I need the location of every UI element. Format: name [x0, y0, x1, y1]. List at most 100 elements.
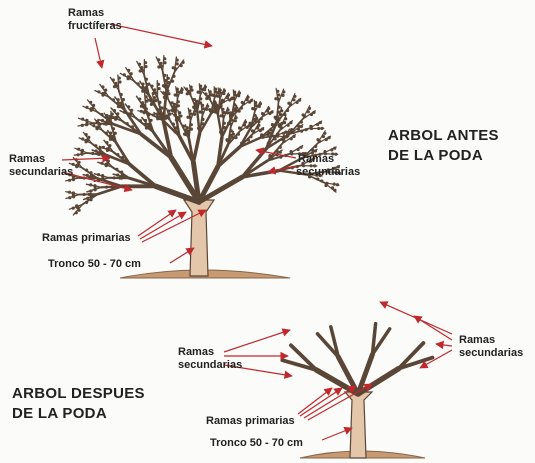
label-secondary-right-before-1: Ramas	[298, 153, 334, 165]
bud	[316, 177, 320, 181]
bud	[289, 121, 293, 125]
bud	[215, 104, 219, 108]
bud	[327, 136, 331, 140]
branch	[355, 352, 375, 397]
bud	[97, 121, 101, 125]
bud	[146, 126, 150, 130]
bud	[252, 107, 257, 111]
bud	[161, 91, 166, 95]
bud	[98, 147, 102, 151]
bud	[303, 153, 307, 157]
bud	[276, 97, 280, 101]
bud	[257, 123, 261, 127]
bud	[324, 183, 328, 188]
branch	[127, 162, 158, 189]
bud	[156, 82, 161, 86]
bud	[229, 112, 233, 116]
branch	[187, 137, 195, 164]
branch	[96, 184, 124, 196]
bud	[334, 152, 338, 156]
bud	[184, 133, 188, 137]
bud	[174, 106, 178, 110]
bud	[154, 91, 158, 95]
bud	[171, 109, 175, 113]
bud	[80, 123, 84, 127]
branch	[113, 123, 143, 136]
bud	[233, 90, 237, 94]
bud	[327, 170, 331, 174]
bud	[218, 88, 222, 92]
bud	[313, 164, 317, 168]
bud	[310, 151, 314, 155]
bud	[222, 99, 226, 104]
label-secondary-left-before-2: secundarias	[9, 166, 73, 178]
bud	[140, 66, 144, 70]
bud	[301, 164, 306, 168]
bud	[105, 116, 109, 120]
bud	[175, 87, 179, 91]
bud	[301, 152, 305, 156]
bud	[237, 91, 241, 95]
bud	[90, 195, 94, 199]
bud	[296, 127, 300, 131]
bud	[173, 102, 177, 106]
bud	[71, 178, 75, 182]
bud	[122, 73, 126, 77]
bud	[85, 173, 89, 177]
bud	[109, 131, 113, 135]
bud	[107, 147, 111, 151]
branch	[191, 131, 202, 165]
bud	[336, 165, 340, 169]
bud	[118, 80, 122, 84]
bud	[176, 90, 180, 94]
bud	[116, 98, 120, 102]
bud	[111, 98, 115, 102]
trunk-after	[343, 391, 374, 459]
bud	[160, 106, 164, 110]
bud	[190, 88, 194, 92]
bud	[143, 61, 148, 65]
bud	[143, 118, 148, 123]
bud	[307, 173, 311, 177]
bud	[100, 118, 105, 123]
bud	[116, 153, 120, 157]
bud	[270, 110, 274, 114]
bud	[306, 110, 310, 114]
bud	[234, 109, 238, 113]
label-secondary-right-after-2: secundarias	[459, 347, 523, 359]
bud	[333, 166, 337, 170]
bud	[119, 93, 123, 97]
bud	[192, 98, 196, 102]
bud	[284, 117, 288, 121]
bud	[85, 138, 89, 142]
bud	[252, 130, 256, 134]
bud	[283, 121, 287, 125]
bud	[116, 173, 120, 177]
bud	[269, 128, 273, 132]
branch	[152, 130, 173, 160]
bud	[81, 117, 85, 121]
bud	[258, 102, 262, 106]
bud	[274, 97, 278, 101]
bud	[75, 205, 79, 209]
bud	[189, 127, 193, 131]
bud	[102, 122, 107, 126]
bud	[150, 84, 154, 88]
bud	[225, 111, 230, 115]
bud	[209, 93, 213, 97]
bud	[94, 144, 98, 148]
bud	[221, 107, 225, 111]
bud	[307, 106, 312, 110]
bud	[245, 125, 249, 129]
bud	[318, 121, 322, 125]
bud	[89, 174, 93, 178]
branch	[288, 343, 319, 372]
bud	[187, 91, 191, 95]
bud	[189, 85, 193, 89]
bud	[85, 118, 89, 122]
title-before-1: ARBOL ANTES	[388, 127, 499, 144]
bud	[159, 64, 163, 69]
bud	[203, 85, 207, 89]
bud	[296, 147, 300, 152]
bud	[89, 198, 93, 202]
